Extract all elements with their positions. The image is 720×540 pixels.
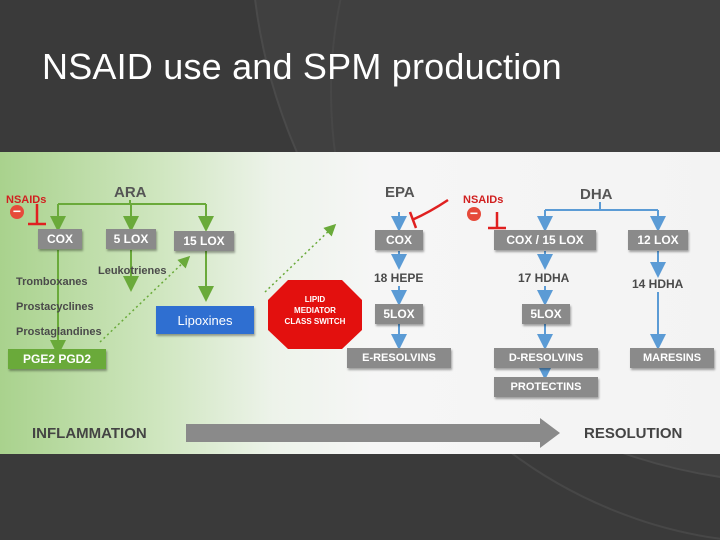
progression-arrow (186, 418, 560, 448)
prostaglandines-label: Prostaglandines (16, 326, 102, 338)
12lox-box: 12 LOX (628, 230, 688, 250)
nsaids-label-dha: NSAIDs (463, 194, 504, 206)
tromboxanes-label: Tromboxanes (16, 276, 88, 288)
pathway-figure: − − NSAIDs ARA COX 5 LOX 15 LOX Leukotri… (0, 152, 720, 454)
d-resolvins-box: D-RESOLVINS (494, 348, 598, 368)
cox-15lox-box: COX / 15 LOX (494, 230, 596, 250)
resolution-label: RESOLUTION (584, 425, 683, 442)
e-resolvins-box: E-RESOLVINS (347, 348, 451, 368)
switch-octagon (268, 280, 362, 349)
cox-box: COX (38, 229, 82, 249)
epa-label: EPA (385, 184, 415, 201)
nsaid-minus-icon: − (10, 204, 24, 219)
nsaid-inhibition-dha (488, 212, 506, 230)
dha-5lox-box: 5LOX (522, 304, 570, 324)
nsaid-inhibition-left (28, 204, 46, 226)
epa-cox-box: COX (375, 230, 423, 250)
lipid-mediator-switch-label: LIPID MEDIATOR CLASS SWITCH (284, 295, 346, 326)
nsaid-minus-icon: − (467, 206, 481, 221)
18-hepe-label: 18 HEPE (374, 271, 424, 285)
nsaids-label: NSAIDs (6, 194, 47, 206)
15lox-box: 15 LOX (174, 231, 234, 251)
pge2-pgd2-box: PGE2 PGD2 (8, 349, 106, 369)
protectins-box: PROTECTINS (494, 377, 598, 397)
17-hdha-label: 17 HDHA (518, 271, 570, 285)
dha-label: DHA (580, 186, 613, 203)
5lox-box: 5 LOX (106, 229, 156, 249)
nsaid-inhibition-epa (408, 198, 449, 229)
slide-title: NSAID use and SPM production (42, 46, 562, 87)
lipoxines-box: Lipoxines (156, 306, 254, 334)
prostacyclines-label: Prostacyclines (16, 301, 94, 313)
pathway-arrows (28, 198, 666, 448)
14-hdha-label: 14 HDHA (632, 277, 684, 291)
leukotrienes-label: Leukotrienes (98, 265, 167, 277)
epa-5lox-box: 5LOX (375, 304, 423, 324)
maresins-box: MARESINS (630, 348, 714, 368)
ara-arrows (50, 200, 214, 356)
ara-label: ARA (114, 184, 147, 201)
inflammation-label: INFLAMMATION (32, 425, 147, 442)
